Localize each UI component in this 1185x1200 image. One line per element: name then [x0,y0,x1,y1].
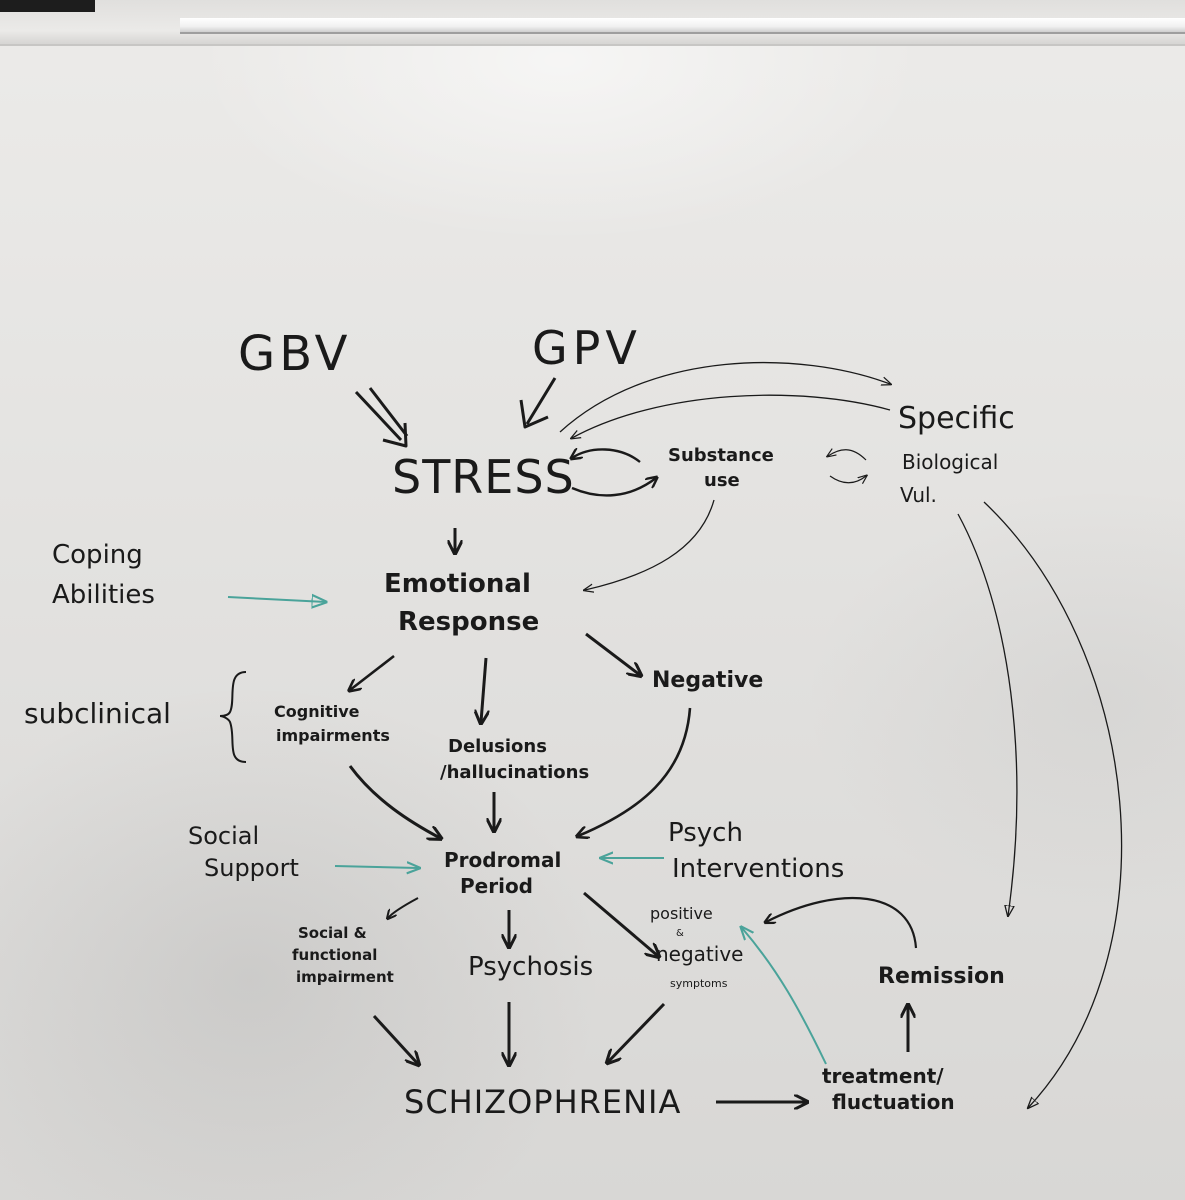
arrow-posneg-to-schizophrenia [608,1002,666,1062]
arrow-prodromal-to-posneg [583,891,658,956]
node-psych-line1: Psych [668,818,743,848]
node-schizophrenia: SCHIZOPHRENIA [404,1083,682,1121]
node-posneg-line1: positive [650,904,713,923]
node-social-support-line1: Social [188,822,260,850]
node-posneg-line2: & [676,928,684,939]
arrow-prodromal-to-social-functional [388,897,419,918]
node-posneg-line3: negative [656,942,744,966]
subclinical-brace [219,671,247,763]
node-cognitive-line1: Cognitive [274,702,360,721]
arrow-coping-to-emotional [227,597,326,602]
node-stress: STRESS [392,450,575,504]
node-substance-use-line2: use [704,470,740,491]
node-psych-line2: Interventions [672,854,845,884]
arrow-specific-to-substance [828,450,867,461]
arrow-emotional-to-cognitive [350,654,395,690]
node-prodromal-line2: Period [460,874,533,898]
node-treatment-line2: fluctuation [832,1090,955,1114]
arrow-gbv-to-stress [354,387,409,448]
node-emotional-line1: Emotional [384,569,531,599]
arrow-substance-to-specific [829,476,866,483]
arrow-stress-to-specific-bio [559,361,890,433]
node-specific-bio-line1: Specific [898,401,1015,436]
arrow-social-functional-to-schizophrenia [372,1014,418,1064]
arrow-treatment-to-posneg [742,928,827,1065]
node-delusions-line1: Delusions [448,736,547,757]
node-negative: Negative [652,668,764,693]
node-gpv: GPV [532,321,642,375]
arrow-stress-to-substance [571,478,656,497]
node-coping-line1: Coping [52,540,143,570]
node-specific-bio-line2: Biological [902,450,999,474]
arrow-negative-to-prodromal [578,707,692,836]
node-substance-use-line1: Substance [668,445,774,466]
arrow-emotional-to-delusions [481,657,486,722]
arrow-substance-to-emotional [585,499,715,590]
arrow-remission-to-posneg [766,896,918,949]
arrow-emotional-to-negative [585,632,640,675]
node-posneg-line4: symptoms [670,977,728,990]
node-treatment-line1: treatment/ [822,1064,944,1088]
node-social-func-line3: impairment [296,968,394,986]
frame-corner [0,0,95,12]
node-psychosis: Psychosis [468,952,594,982]
node-delusions-line2: /hallucinations [440,762,590,783]
whiteboard-tray [180,18,1185,34]
node-cognitive-line2: impairments [276,726,390,745]
node-social-func-line1: Social & [298,924,367,942]
node-coping-line2: Abilities [52,580,155,610]
arrow-specific-bio-to-remission [957,513,1018,916]
node-specific-bio-line3: Vul. [900,483,937,507]
node-gbv: GBV [238,326,352,382]
arrow-social-support-to-prodromal [334,866,418,868]
arrow-specific-bio-to-stress [572,394,891,438]
node-remission: Remission [878,964,1005,989]
node-prodromal-line1: Prodromal [444,848,562,872]
arrow-gpv-to-stress [519,377,557,429]
node-social-func-line2: functional [292,946,378,964]
arrow-specific-bio-to-treatment [983,501,1123,1108]
node-subclinical: subclinical [24,697,171,730]
node-emotional-line2: Response [398,607,540,637]
arrow-cognitive-to-prodromal [348,765,440,838]
arrow-substance-to-stress [572,449,641,463]
node-social-support-line2: Support [204,854,299,882]
